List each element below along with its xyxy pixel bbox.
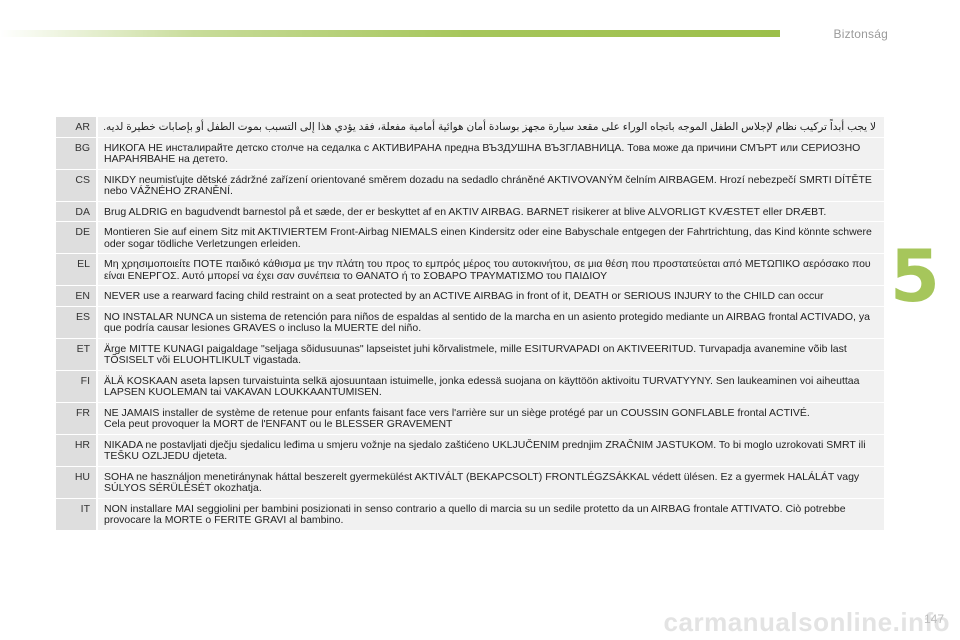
- section-title: Biztonság: [833, 27, 888, 41]
- warning-text: NIKADA ne postavljati dječju sjedalicu l…: [96, 433, 884, 467]
- warning-text: НИКОГА НЕ инсталирайте детско столче на …: [96, 136, 884, 170]
- language-code: HR: [56, 433, 97, 467]
- chapter-number: 5: [889, 234, 940, 318]
- warning-text: SOHA ne használjon menetiránynak háttal …: [96, 465, 884, 499]
- language-code: FI: [56, 369, 97, 403]
- page-number: 147: [923, 612, 944, 626]
- warning-text: NEVER use a rearward facing child restra…: [96, 285, 884, 307]
- language-code: BG: [56, 136, 97, 170]
- language-code: ET: [56, 337, 97, 371]
- language-code: FR: [56, 401, 97, 435]
- warning-text: Μη χρησιμοποιείτε ΠΟΤΕ παιδικό κάθισμα μ…: [96, 253, 884, 286]
- warning-text: Ärge MITTE KUNAGI paigaldage "seljaga sõ…: [96, 337, 884, 371]
- warning-text: ÄLÄ KOSKAAN aseta lapsen turvaistuinta s…: [96, 369, 884, 403]
- language-code: CS: [56, 168, 97, 202]
- warning-text: لا يجب أبداً تركيب نظام لإجلاس الطفل الم…: [96, 116, 884, 138]
- language-code: DA: [56, 200, 97, 222]
- watermark: carmanualsonline.info: [663, 607, 950, 637]
- language-code: HU: [56, 465, 97, 499]
- header-accent-bar: [0, 30, 780, 37]
- language-code: ES: [56, 305, 97, 339]
- warning-text: Montieren Sie auf einem Sitz mit AKTIVIE…: [96, 221, 884, 254]
- warning-text: NE JAMAIS installer de système de retenu…: [96, 401, 884, 435]
- warning-text: NIKDY neumisťujte dětské zádržné zařízen…: [96, 168, 884, 202]
- warning-text: NO INSTALAR NUNCA un sistema de retenció…: [96, 305, 884, 339]
- language-code: DE: [56, 221, 97, 254]
- language-code: AR: [56, 116, 97, 138]
- language-code: IT: [56, 497, 97, 531]
- language-code: EN: [56, 285, 97, 307]
- warning-text: Brug ALDRIG en bagudvendt barnestol på e…: [96, 200, 884, 222]
- language-code: EL: [56, 253, 97, 286]
- warning-text: NON installare MAI seggiolini per bambin…: [96, 497, 884, 531]
